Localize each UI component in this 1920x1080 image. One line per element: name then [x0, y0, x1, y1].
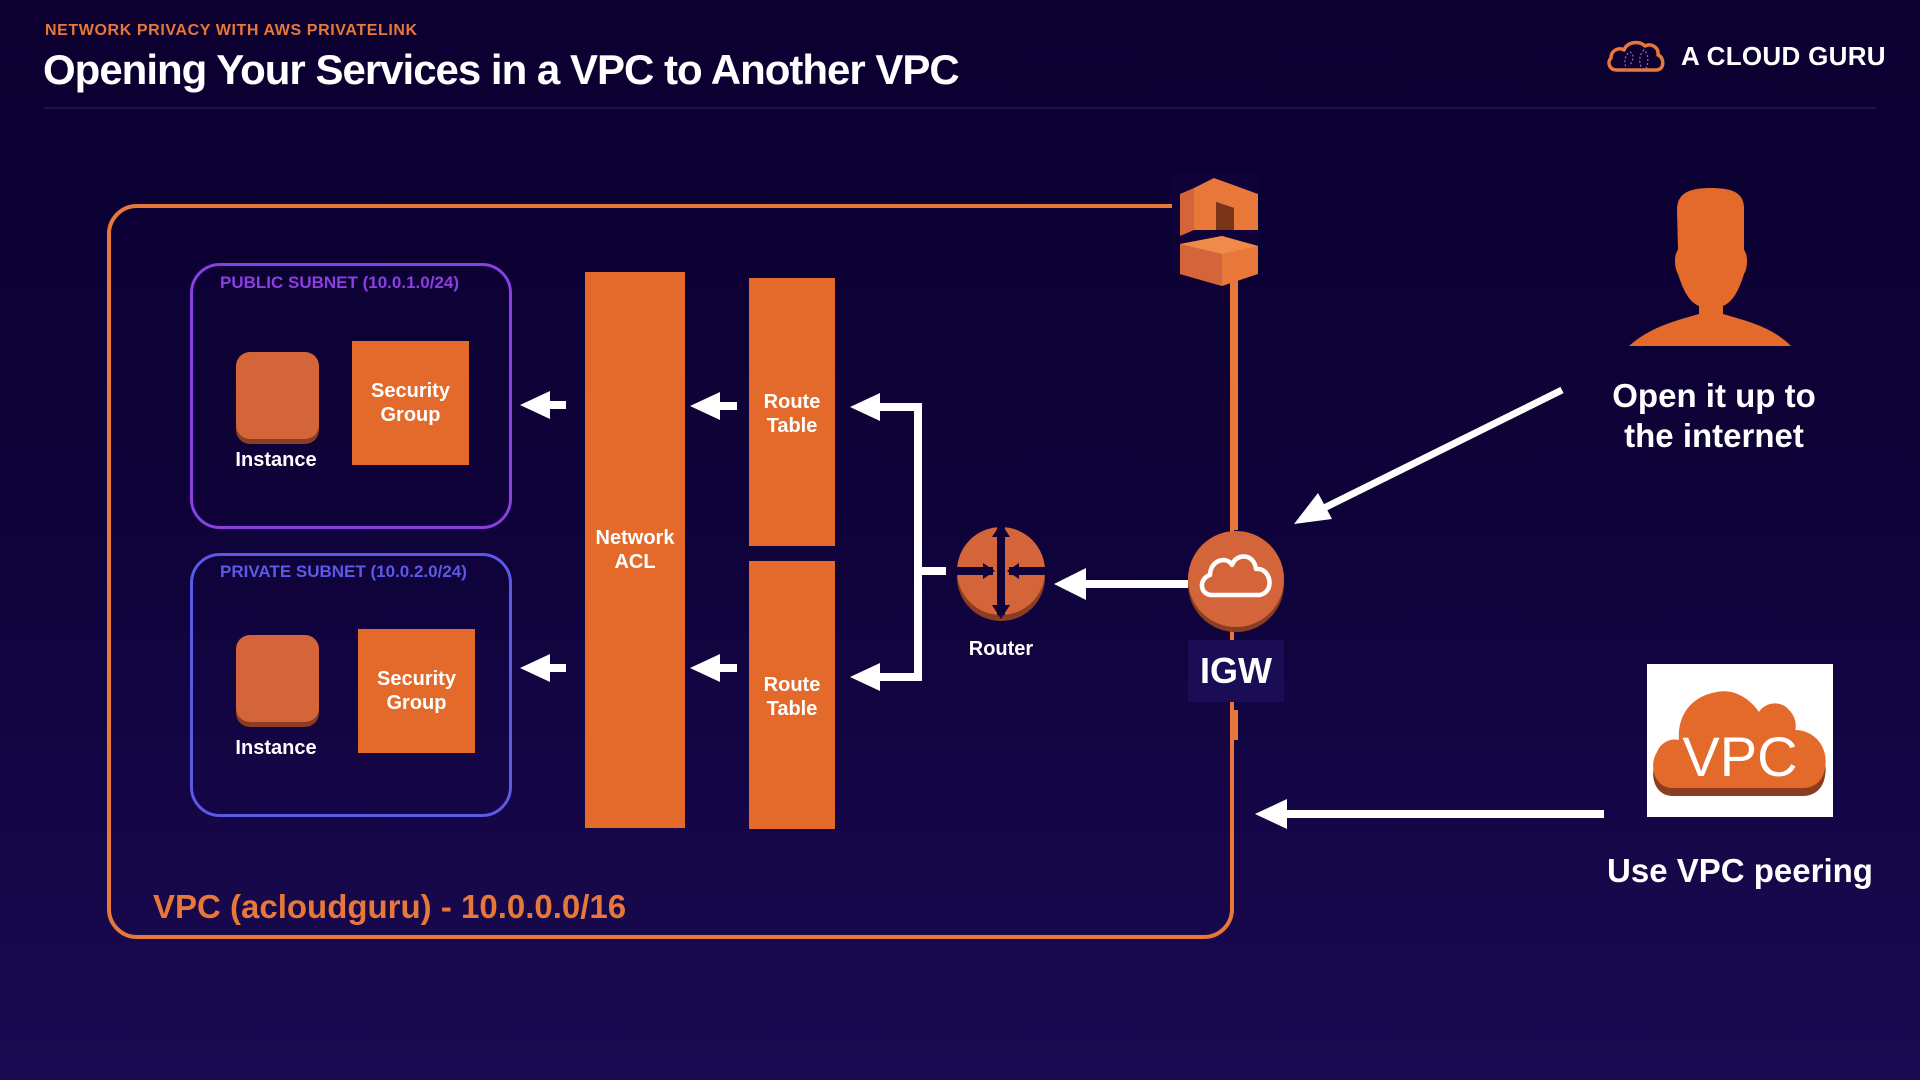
- public-subnet-label: PUBLIC SUBNET (10.0.1.0/24): [220, 273, 460, 292]
- vpc-peering-caption: Use VPC peering: [1607, 852, 1873, 889]
- public-instance-icon: [236, 352, 319, 439]
- user-silhouette-icon: [1629, 188, 1791, 346]
- router-to-route-tables-connector: [850, 393, 946, 691]
- arrow-route-table-to-nacl-public: [690, 392, 737, 420]
- route-table-label-line: Table: [766, 415, 818, 437]
- route-table-private: Route Table: [749, 561, 835, 829]
- route-table-label-line: Route: [763, 391, 821, 413]
- nacl-label-line: ACL: [614, 551, 656, 573]
- public-instance-label: Instance: [235, 449, 317, 471]
- sg-label-line: Group: [386, 692, 447, 714]
- route-table-public: Route Table: [749, 278, 835, 546]
- vpc-cloud-icon: VPC: [1653, 691, 1826, 796]
- public-subnet: [190, 263, 512, 529]
- arrow-internet-to-igw: [1294, 386, 1564, 524]
- arrow-nacl-to-public-subnet: [520, 391, 566, 419]
- public-security-group: Security Group: [352, 341, 469, 465]
- caption-line: Open it up to: [1612, 377, 1816, 414]
- private-instance-label: Instance: [235, 737, 317, 759]
- nacl-label-line: Network: [595, 527, 675, 549]
- page-title: Opening Your Services in a VPC to Anothe…: [43, 46, 960, 93]
- sg-label-line: Security: [377, 668, 456, 690]
- arrow-route-table-to-nacl-private: [690, 654, 737, 682]
- internet-option-caption: Open it up to the internet: [1580, 376, 1848, 455]
- brand-logo: A CLOUD GURU: [1605, 36, 1886, 76]
- arrow-peering-to-vpc: [1255, 799, 1604, 829]
- brand-name: A CLOUD GURU: [1681, 40, 1886, 71]
- private-subnet-label: PRIVATE SUBNET (10.0.2.0/24): [220, 562, 467, 581]
- private-subnet: [190, 553, 512, 817]
- vpc-peering-icon-box: VPC: [1647, 664, 1833, 817]
- sg-label-line: Security: [371, 380, 450, 402]
- vpc-icon-text: VPC: [1682, 725, 1797, 788]
- router-icon: [957, 523, 1045, 621]
- private-security-group: Security Group: [358, 629, 475, 753]
- section-subtitle: NETWORK PRIVACY WITH AWS PRIVATELINK: [45, 22, 418, 39]
- route-table-label-line: Table: [766, 698, 818, 720]
- sg-label-line: Group: [380, 404, 441, 426]
- cloud-logo-icon: [1607, 40, 1665, 72]
- internet-gateway-icon: [1188, 531, 1284, 632]
- igw-label: IGW: [1188, 640, 1284, 702]
- router-label: Router: [968, 638, 1034, 660]
- network-acl: Network ACL: [585, 272, 685, 828]
- arrow-nacl-to-private-subnet: [520, 654, 566, 682]
- route-table-label-line: Route: [763, 674, 821, 696]
- header-divider: [44, 107, 1876, 109]
- vpc-label: VPC (acloudguru) - 10.0.0.0/16: [153, 888, 627, 925]
- caption-line: the internet: [1624, 416, 1804, 454]
- private-instance-icon: [236, 635, 319, 722]
- vpc-endpoint-icon: [1172, 174, 1258, 286]
- arrow-igw-to-router: [1054, 568, 1188, 600]
